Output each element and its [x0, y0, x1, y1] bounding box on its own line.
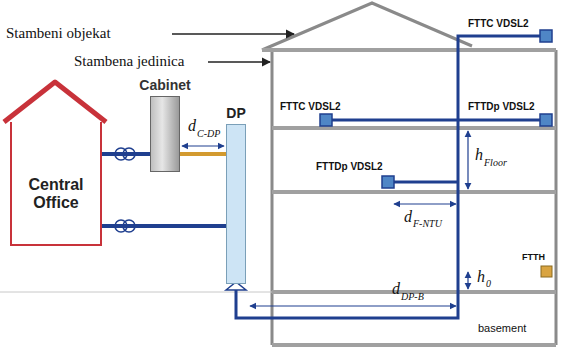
ntu-label: FTTDp VDSL2 [468, 101, 535, 112]
central-office-box: Central Office [10, 122, 102, 246]
ntu-label: FTTC VDSL2 [280, 101, 341, 112]
ntu-label: FTTH [522, 252, 545, 262]
cable-connector [102, 224, 226, 228]
ground-line [0, 292, 272, 293]
cable-connector [180, 152, 226, 156]
dimension-symbol: h [477, 268, 485, 286]
leader-arrows [172, 34, 294, 62]
floor-slabs [262, 50, 556, 345]
dimension-symbol: d [188, 117, 196, 135]
dp-box: DP [226, 124, 246, 284]
house-cable [236, 36, 542, 318]
office-roof [4, 82, 106, 122]
dimension-subscript: 0 [486, 278, 491, 289]
node-label: DP [226, 105, 245, 121]
ftth-square [541, 266, 552, 277]
building-roof [262, 3, 472, 50]
dimension-symbol: d [392, 280, 400, 298]
dimension-subscript: F-NTU [413, 218, 442, 229]
dimension-symbol: h [475, 146, 483, 164]
node-label: Central Office [16, 176, 96, 213]
dimension-subscript: DP-B [401, 291, 424, 302]
building-wall [555, 50, 558, 345]
building-label: Stambeni objekat [6, 25, 111, 42]
coil-symbols [115, 148, 135, 232]
dimension-symbol: d [404, 208, 412, 226]
ntu-label: FTTDp VDSL2 [316, 161, 383, 172]
building-wall [271, 50, 274, 345]
dimension-arrows [182, 131, 468, 306]
dimension-subscript: C-DP [197, 128, 220, 139]
dimension-subscript: Floor [484, 157, 507, 168]
basement-label: basement [478, 322, 526, 334]
unit-label: Stambena jedinica [74, 53, 184, 70]
cable-connector [102, 152, 150, 156]
ntu-label: FTTC VDSL2 [468, 18, 529, 29]
cabinet-box: Cabinet [150, 96, 180, 172]
node-label: Cabinet [139, 77, 190, 93]
